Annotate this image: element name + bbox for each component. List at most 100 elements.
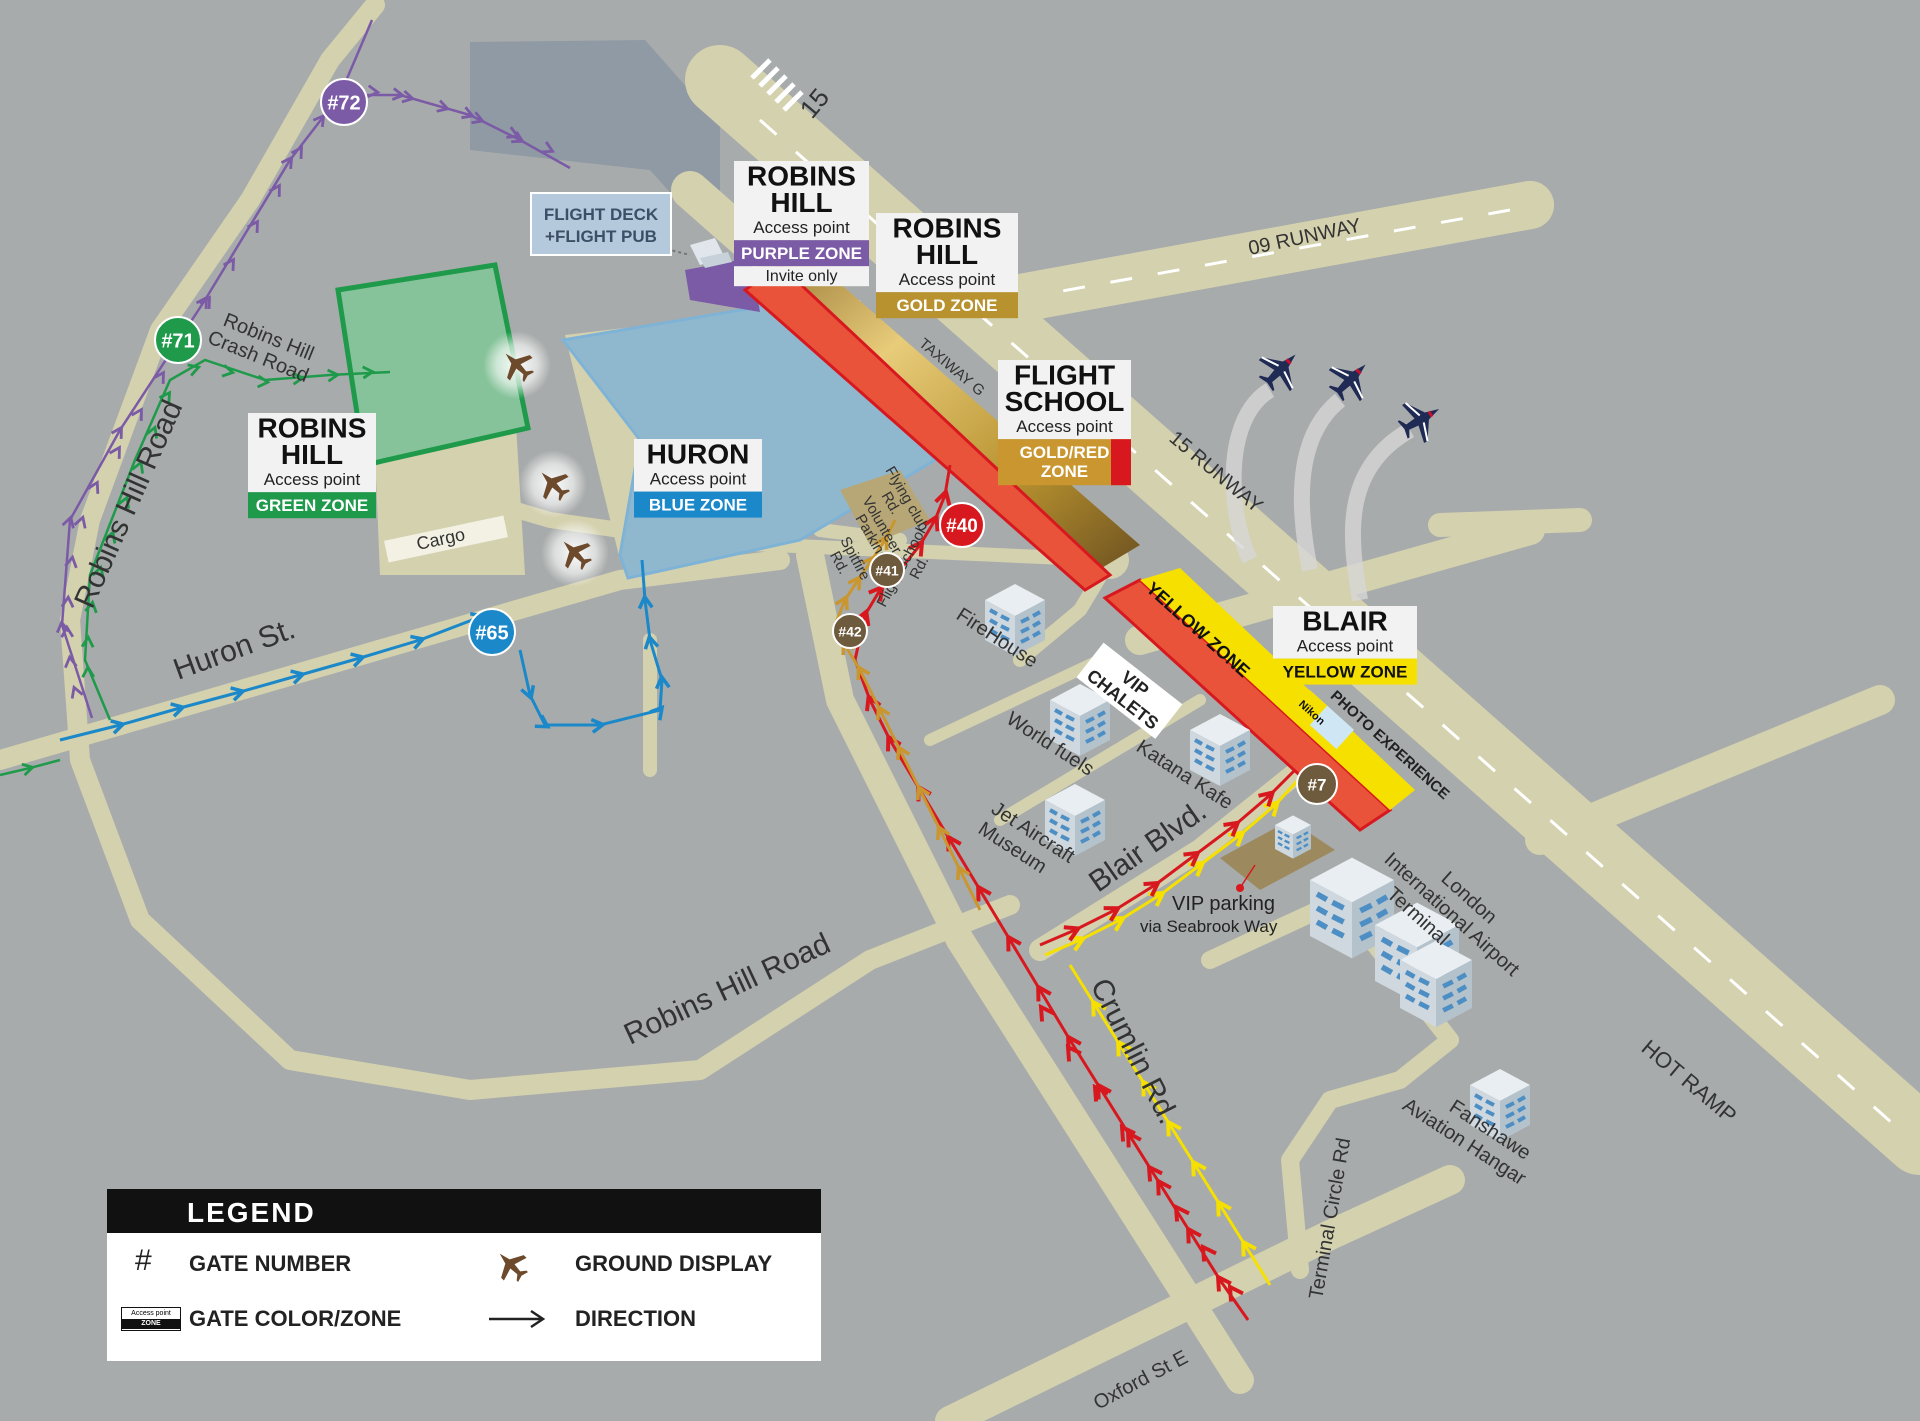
flight-deck-line-1: FLIGHT DECK <box>544 205 659 224</box>
access-point-zone-line: GOLD/RED <box>1020 443 1110 462</box>
gate-label: #71 <box>161 330 194 352</box>
legend-gate-zone-icon-bottom: ZONE <box>122 1319 180 1329</box>
legend-gate-number: GATE NUMBER <box>189 1251 352 1276</box>
yellow-zone-strip <box>1140 568 1415 810</box>
access-point-name-line: HURON <box>647 439 750 470</box>
gate-marker <box>320 78 368 126</box>
access-point-card <box>734 161 869 241</box>
access-point-zone-line: BLUE ZONE <box>649 496 747 515</box>
access-point-zone-band <box>1273 658 1417 685</box>
route-green <box>0 358 391 777</box>
access-point-note-card <box>734 266 869 287</box>
access-point-name: BLAIR <box>1302 606 1388 637</box>
access-point-name: HURON <box>647 439 750 470</box>
legend-plane-icon <box>488 1242 535 1289</box>
access-point-card <box>998 360 1131 440</box>
access-point-zone: GOLD ZONE <box>896 296 997 315</box>
gates: #72 #71 #65 #40 #41 #42 #7 <box>154 78 1338 805</box>
access-point-zone-line: GOLD ZONE <box>896 296 997 315</box>
gate-41[interactable]: #41 <box>869 552 905 588</box>
ground-display-2[interactable] <box>519 450 587 518</box>
route-gold <box>833 519 982 911</box>
legend-gate-zone: GATE COLOR/ZONE <box>189 1306 402 1331</box>
access-point-sub: Access point <box>899 270 996 289</box>
gate-71[interactable]: #71 <box>154 316 202 364</box>
access-point-zone-red-band <box>1111 439 1131 486</box>
access-point-card <box>634 439 762 492</box>
access-point-zone-band <box>876 292 1018 319</box>
access-point-name-line: HILL <box>281 439 343 470</box>
route-blue <box>59 559 662 742</box>
access-point-name-line: ROBINS <box>893 213 1002 244</box>
ground-display-3[interactable] <box>541 519 609 587</box>
vip-parking-label: VIP parking <box>1172 893 1275 915</box>
route-red-blair <box>1039 768 1297 947</box>
access-point-card <box>876 213 1018 293</box>
access-point-zone-band <box>998 439 1131 486</box>
access-point-name-line: HILL <box>916 239 978 270</box>
access-point-zone-line: YELLOW ZONE <box>1283 663 1408 682</box>
legend-arrow-icon <box>489 1309 546 1329</box>
flight-deck-box[interactable]: FLIGHT DECK +FLIGHT PUB <box>530 192 672 256</box>
gate-42[interactable]: #42 <box>832 613 868 649</box>
legend-hash-symbol: # <box>135 1244 152 1277</box>
access-point-sub: Access point <box>1016 417 1113 436</box>
gate-label: #42 <box>838 623 862 639</box>
legend-title: LEGEND <box>107 1189 821 1233</box>
gate-marker <box>154 316 202 364</box>
legend-ground-display: GROUND DISPLAY <box>575 1251 773 1276</box>
access-point-zone-band <box>634 491 762 518</box>
gate-marker <box>468 608 516 656</box>
access-point-zone-band <box>734 240 869 267</box>
legend: LEGEND # GATE NUMBER GATE COLOR/ZONE Acc… <box>107 1189 821 1361</box>
access-point-name-line: HILL <box>770 187 832 218</box>
gate-marker <box>832 613 868 649</box>
flight-deck-icon <box>690 238 732 268</box>
access-point-card <box>1273 606 1417 659</box>
access-point-zone-line: GREEN ZONE <box>256 496 368 515</box>
access-point-zone: PURPLE ZONE <box>741 244 862 263</box>
access-point-zone: BLUE ZONE <box>649 496 747 515</box>
access-point-zone: GREEN ZONE <box>256 496 368 515</box>
gate-label: #72 <box>327 92 360 114</box>
gate-label: #40 <box>946 516 978 537</box>
gate-marker <box>1296 763 1338 805</box>
access-point-card <box>248 413 376 493</box>
access-point-zone-band <box>248 492 376 519</box>
gate-72[interactable]: #72 <box>320 78 368 126</box>
gate-label: #41 <box>875 562 899 578</box>
access-point-name-line: ROBINS <box>747 161 856 192</box>
access-point-name-line: ROBINS <box>258 413 367 444</box>
flight-deck-line-2: +FLIGHT PUB <box>545 227 657 246</box>
demo-jets <box>1225 337 1452 602</box>
access-point-name-line: BLAIR <box>1302 606 1388 637</box>
gate-label: #7 <box>1308 775 1327 794</box>
gate-marker <box>869 552 905 588</box>
gate-40[interactable]: #40 <box>939 502 985 548</box>
access-point-sub: Access point <box>650 470 747 489</box>
gate-marker <box>939 502 985 548</box>
gate-label: #65 <box>475 622 508 644</box>
access-point-zone-line: ZONE <box>1041 462 1088 481</box>
legend-gate-zone-icon-top: Access point <box>131 1310 171 1317</box>
access-point-sub: Access point <box>1297 637 1394 656</box>
ground-display-1[interactable] <box>483 331 551 399</box>
gate-7[interactable]: #7 <box>1296 763 1338 805</box>
access-point-name-line: FLIGHT <box>1014 360 1115 391</box>
gate-65[interactable]: #65 <box>468 608 516 656</box>
vip-parking-via-label: via Seabrook Way <box>1140 917 1278 936</box>
access-point-zone: YELLOW ZONE <box>1283 663 1408 682</box>
runway-09-centerline <box>1039 208 1511 297</box>
